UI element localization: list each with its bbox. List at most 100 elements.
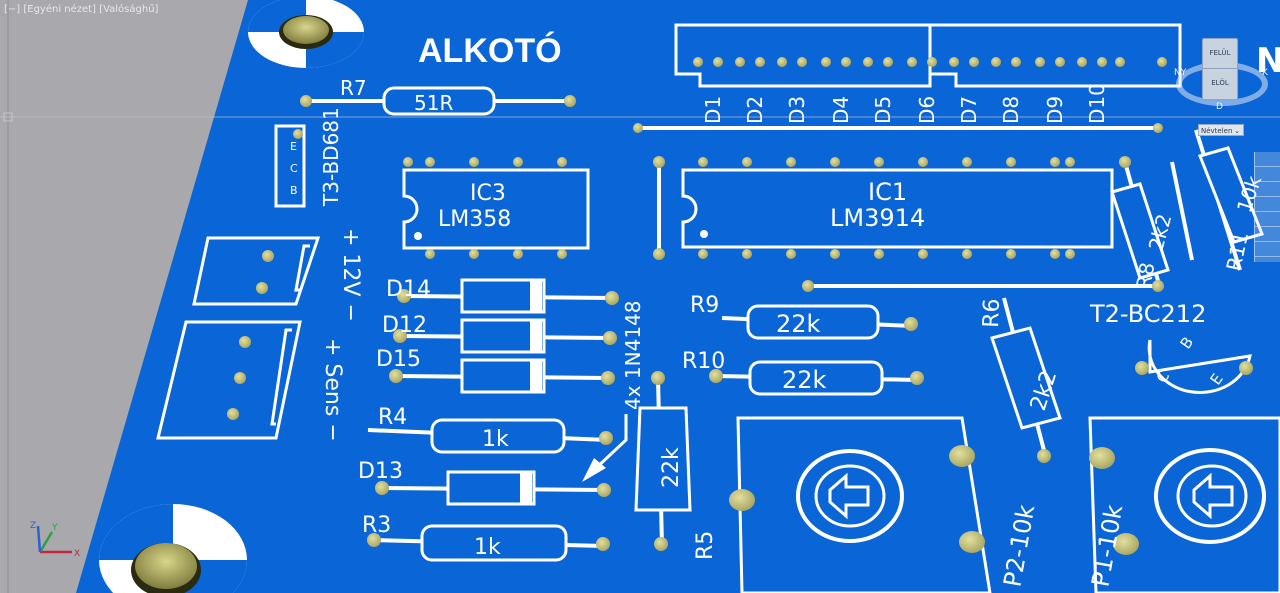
- pad: [907, 57, 917, 67]
- diode-ref: D15: [376, 347, 421, 372]
- pad: [557, 157, 567, 167]
- pad: [991, 57, 1001, 67]
- led-label: D4: [829, 96, 853, 124]
- pad: [962, 157, 972, 167]
- connector-power: + 12V −: [192, 228, 363, 322]
- resistor-r5: 22k R5: [634, 371, 718, 560]
- compass-east[interactable]: K: [1262, 68, 1268, 78]
- svg-text:1k: 1k: [474, 535, 501, 560]
- pad: [883, 57, 893, 67]
- pad: [389, 369, 403, 383]
- led-label: D9: [1043, 96, 1067, 124]
- svg-text:1k: 1k: [482, 427, 509, 452]
- diode-d14: D14: [386, 277, 619, 314]
- ucs-dropdown[interactable]: Névtelen⌄: [1198, 124, 1244, 136]
- diode-ref: D12: [382, 313, 427, 338]
- compass-south[interactable]: D: [1216, 102, 1223, 112]
- silkscreen-line: [1170, 161, 1194, 261]
- pad: [513, 157, 523, 167]
- resistor-r10: R10 22k: [682, 349, 924, 396]
- svg-text:R4: R4: [378, 405, 407, 430]
- svg-text:22k: 22k: [776, 310, 821, 338]
- pad: [375, 481, 389, 495]
- svg-text:X: X: [74, 549, 80, 559]
- led-label: D6: [915, 96, 939, 124]
- ic3-pads: [403, 157, 567, 259]
- ic3-value: LM358: [438, 207, 511, 232]
- pad: [1050, 157, 1060, 167]
- pad: [1011, 57, 1021, 67]
- arrow-line: [592, 414, 628, 472]
- pad: [777, 57, 787, 67]
- pad: [1035, 57, 1045, 67]
- ic1-value: LM3914: [830, 204, 925, 232]
- viewcube[interactable]: FELÜL ELÖL NY K D: [1174, 28, 1272, 124]
- pad: [1065, 249, 1075, 259]
- led-label: D8: [999, 96, 1023, 124]
- pad: [1115, 57, 1125, 67]
- svg-text:22k: 22k: [782, 366, 827, 394]
- led-label: D2: [743, 96, 767, 124]
- ic1-pads: [698, 157, 1075, 259]
- t3-ref: T3-BD681: [319, 107, 343, 207]
- resistor-r4: R4 1k: [367, 405, 613, 454]
- background-plane: [0, 0, 248, 593]
- svg-text:22k: 22k: [659, 447, 684, 488]
- viewcube-front-face[interactable]: ELÖL: [1203, 68, 1237, 98]
- diode-d13: D13: [358, 459, 611, 506]
- pad: [949, 57, 959, 67]
- pad: [1050, 249, 1060, 259]
- pad: [874, 249, 884, 259]
- compass-west[interactable]: NY: [1174, 68, 1187, 78]
- pad: [1006, 249, 1016, 259]
- viewcube-face[interactable]: FELÜL ELÖL: [1202, 38, 1238, 100]
- pad: [1152, 280, 1164, 292]
- r7-ref: R7: [340, 76, 367, 100]
- viewcube-top-face[interactable]: FELÜL: [1209, 49, 1231, 57]
- pad: [469, 157, 479, 167]
- r7-value: 51R: [414, 91, 453, 115]
- ic-ic3: IC3 LM358: [402, 168, 590, 250]
- sensor-label: + Sens −: [320, 338, 345, 442]
- pad: [603, 331, 617, 345]
- led-label: D7: [957, 96, 981, 124]
- pad: [653, 248, 665, 260]
- svg-text:R3: R3: [362, 513, 391, 538]
- potentiometer-p1: P1-10k: [1086, 416, 1280, 593]
- pad: [698, 157, 708, 167]
- navigation-bar[interactable]: [1254, 152, 1280, 262]
- pad: [802, 280, 814, 292]
- svg-text:C: C: [290, 162, 298, 175]
- viewport-controls-label[interactable]: [−] [Egyéni nézet] [Valósághű]: [4, 4, 159, 15]
- led-outline-d6-d10: [928, 23, 1182, 88]
- diode-d15: D15: [376, 347, 615, 394]
- pad: [698, 249, 708, 259]
- diode-ref: D14: [386, 277, 431, 302]
- pad: [863, 57, 873, 67]
- svg-text:Y: Y: [51, 523, 58, 533]
- connector-sensor: + Sens −: [156, 320, 345, 442]
- cursor-pickbox: [3, 112, 13, 122]
- pad: [797, 57, 807, 67]
- pad: [1077, 57, 1087, 67]
- pad: [1153, 123, 1163, 133]
- pad: [735, 57, 745, 67]
- pad: [713, 57, 723, 67]
- diode-ref: D13: [358, 459, 403, 484]
- pad: [841, 57, 851, 67]
- pad: [1157, 57, 1167, 67]
- pad: [469, 249, 479, 259]
- svg-text:R10: R10: [682, 349, 725, 374]
- led-label: D3: [785, 96, 809, 124]
- led-label: D5: [871, 96, 895, 124]
- svg-text:R5: R5: [693, 531, 718, 560]
- pad: [425, 249, 435, 259]
- pad: [786, 157, 796, 167]
- svg-text:Z: Z: [30, 521, 36, 531]
- ucs-dropdown-label: Névtelen: [1201, 127, 1233, 135]
- pad: [1097, 57, 1107, 67]
- pad: [557, 249, 567, 259]
- pad: [962, 249, 972, 259]
